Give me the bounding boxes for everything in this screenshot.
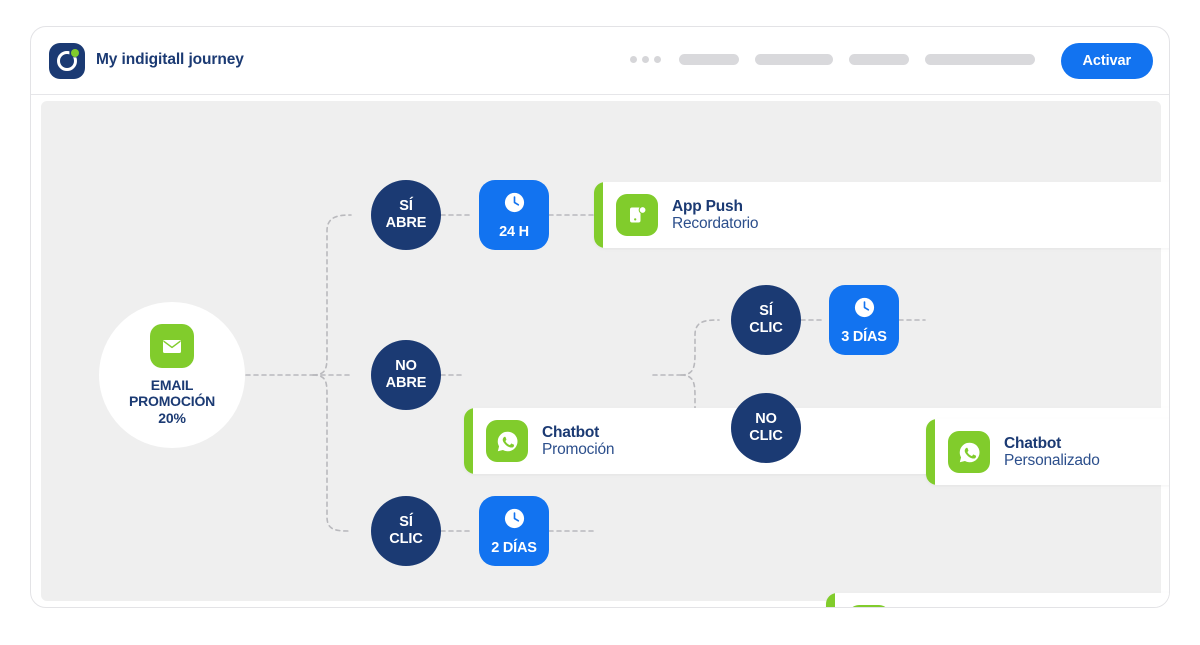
journey-window: My indigitall journey Activar <box>30 26 1170 608</box>
email-icon <box>150 323 194 368</box>
card-app-push-title: App Push <box>672 197 743 215</box>
card-app-push-subtitle: Recordatorio <box>672 215 759 232</box>
toolbar-dots-placeholder <box>630 56 661 63</box>
card-accent-bar <box>926 419 935 485</box>
edge-hub-to-si-clic-bottom <box>312 374 352 532</box>
card-chatbot-promocion-title: Chatbot <box>542 423 600 441</box>
node-delay-24h[interactable]: 24 H <box>479 180 549 250</box>
decision-si-clic-bottom-line1: SÍ <box>399 514 413 531</box>
clock-icon <box>503 507 526 535</box>
card-accent-bar <box>826 593 835 607</box>
decision-si-clic-top-line2: CLIC <box>749 320 783 336</box>
whatsapp-icon <box>486 420 528 462</box>
delay-3dias-label: 3 DÍAS <box>841 328 887 345</box>
decision-no-clic-line1: NO <box>755 411 777 428</box>
node-decision-no-clic[interactable]: NO CLIC <box>731 393 801 463</box>
decision-no-abre-line2: ABRE <box>385 375 427 391</box>
toolbar-dot <box>630 56 637 63</box>
toolbar-dot <box>642 56 649 63</box>
skeleton-bar <box>755 54 833 65</box>
card-chatbot-personalizado-text: Chatbot Personalizado <box>1004 435 1100 470</box>
delay-2dias-label: 2 DÍAS <box>491 539 537 556</box>
node-delay-3dias[interactable]: 3 DÍAS <box>829 285 899 355</box>
edge-hub-to-si-abre <box>312 214 352 376</box>
card-chatbot-personalizado-subtitle: Personalizado <box>1004 452 1100 469</box>
card-accent-bar <box>464 408 473 474</box>
skeleton-bar <box>849 54 909 65</box>
toolbar-skeleton-bars <box>679 54 1035 65</box>
card-chatbot-personalizado-title: Chatbot <box>1004 434 1062 452</box>
whatsapp-icon <box>948 431 990 473</box>
decision-si-clic-bottom-line2: CLIC <box>389 531 423 547</box>
decision-si-clic-top-line1: SÍ <box>759 303 773 320</box>
skeleton-bar <box>925 54 1035 65</box>
clock-icon <box>853 296 876 324</box>
page-title: My indigitall journey <box>96 51 244 68</box>
decision-no-clic-line2: CLIC <box>749 428 783 444</box>
decision-no-abre-line1: NO <box>395 358 417 375</box>
card-chatbot-personalizado[interactable]: Chatbot Personalizado <box>926 419 1169 485</box>
node-decision-si-abre[interactable]: SÍ ABRE <box>371 180 441 250</box>
node-start-email-promocion[interactable]: EMAIL PROMOCIÓN 20% <box>99 302 245 448</box>
skeleton-bar <box>679 54 739 65</box>
app-push-icon <box>616 194 658 236</box>
toolbar-dot <box>654 56 661 63</box>
clock-icon <box>503 191 526 219</box>
card-app-push-text: App Push Recordatorio <box>672 197 759 233</box>
logo-ring-shape <box>57 51 77 71</box>
node-decision-si-clic-bottom[interactable]: SÍ CLIC <box>371 496 441 566</box>
window-titlebar: My indigitall journey Activar <box>31 27 1169 95</box>
start-label-line2: PROMOCIÓN <box>128 393 216 410</box>
card-rcs-descuento[interactable]: RCS Descuento <box>826 593 1169 607</box>
card-app-push[interactable]: App Push Recordatorio <box>594 182 1169 248</box>
start-label-line1: EMAIL <box>150 376 194 393</box>
card-accent-bar <box>594 182 603 248</box>
decision-si-abre-line1: SÍ <box>399 198 413 215</box>
decision-si-abre-line2: ABRE <box>385 215 427 231</box>
node-decision-si-clic-top[interactable]: SÍ CLIC <box>731 285 801 355</box>
journey-canvas[interactable]: EMAIL PROMOCIÓN 20% SÍ ABRE <box>41 101 1169 607</box>
activate-button[interactable]: Activar <box>1060 43 1153 79</box>
card-chatbot-promocion-text: Chatbot Promoción <box>542 424 614 459</box>
node-decision-no-abre[interactable]: NO ABRE <box>371 340 441 410</box>
card-chatbot-promocion-subtitle: Promoción <box>542 441 615 458</box>
start-node-label: EMAIL PROMOCIÓN 20% <box>129 377 215 427</box>
logo-green-dot <box>71 49 79 57</box>
journey-flow: EMAIL PROMOCIÓN 20% SÍ ABRE <box>41 101 1169 607</box>
start-label-line3: 20% <box>158 409 186 426</box>
edge-hub2-to-si-clic <box>680 319 720 376</box>
delay-24h-label: 24 H <box>499 223 529 240</box>
rcs-icon <box>848 605 890 607</box>
indigitall-logo-icon <box>49 43 85 79</box>
node-delay-2dias[interactable]: 2 DÍAS <box>479 496 549 566</box>
